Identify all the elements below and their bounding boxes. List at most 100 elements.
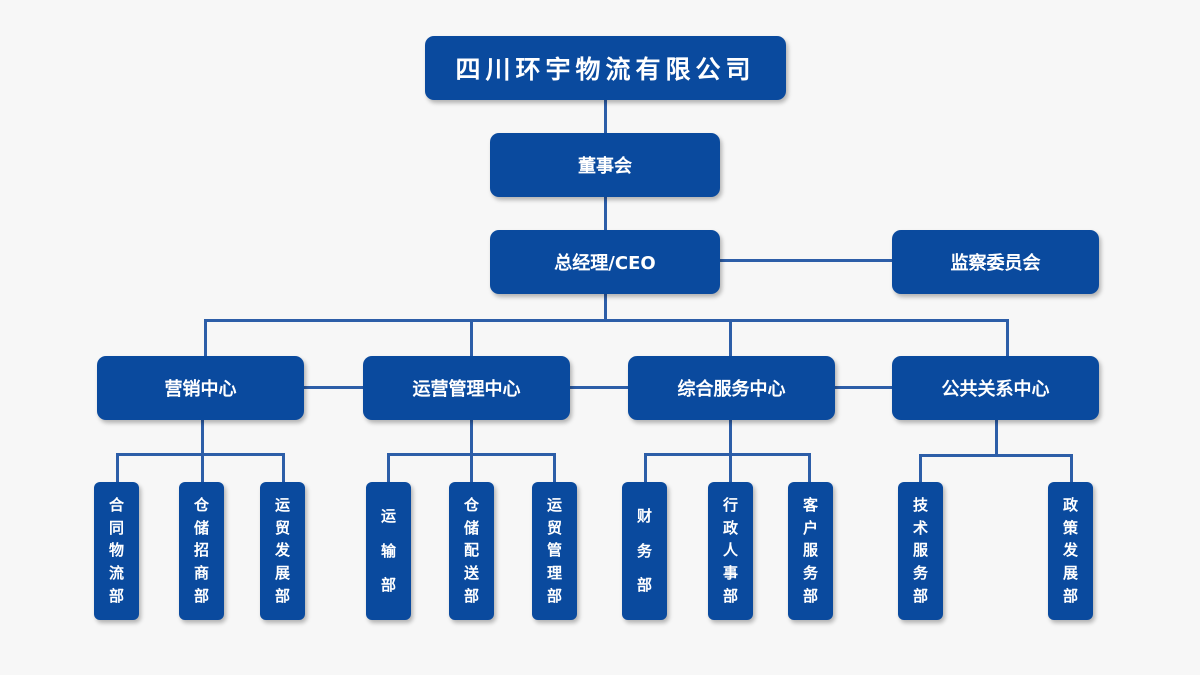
dept-label-char: 部 — [274, 587, 290, 606]
dept-label-char: 服 — [912, 541, 928, 560]
connector-center-3-stem — [729, 420, 732, 455]
dept-label-char: 储 — [193, 518, 209, 537]
dept-label-char: 储 — [463, 518, 479, 537]
dept-label-char: 务 — [636, 541, 652, 560]
connector-centers-link-3 — [835, 386, 892, 389]
connector-center-2-stem — [470, 420, 473, 455]
connector-ceo-supervisory — [720, 259, 892, 262]
connector-dept-3-1 — [644, 453, 647, 482]
supervisory-node[interactable]: 监察委员会 — [892, 230, 1099, 294]
dept-label-char: 商 — [193, 564, 209, 583]
dept-label-char: 服 — [802, 541, 818, 560]
dept-label-char: 送 — [463, 564, 479, 583]
connector-center-1-drop — [204, 319, 207, 356]
dept-label-char: 贸 — [546, 518, 562, 537]
dept-node[interactable]: 技术服务部 — [898, 482, 943, 620]
dept-label-char: 政 — [1062, 495, 1078, 514]
dept-label-char: 事 — [722, 564, 738, 583]
dept-label-char: 行 — [722, 495, 738, 514]
connector-center-3-drop — [729, 319, 732, 356]
dept-label-char: 人 — [722, 541, 738, 560]
dept-label-char: 理 — [546, 564, 562, 583]
dept-label-char: 配 — [463, 541, 479, 560]
dept-node[interactable]: 运贸管理部 — [532, 482, 577, 620]
center-label: 营销中心 — [164, 379, 237, 400]
dept-label-char: 财 — [636, 507, 652, 526]
dept-label-char: 策 — [1062, 518, 1078, 537]
connector-centers-link-1 — [304, 386, 363, 389]
dept-node[interactable]: 合同物流部 — [94, 482, 139, 620]
dept-node[interactable]: 财务部 — [622, 482, 667, 620]
ceo-label: 总经理/CEO — [554, 253, 656, 274]
connector-dept-2-2 — [470, 453, 473, 482]
dept-label-char: 部 — [546, 587, 562, 606]
center-node-public-relations[interactable]: 公共关系中心 — [892, 356, 1099, 420]
connector-board-ceo — [604, 197, 607, 230]
dept-label-char: 流 — [108, 564, 124, 583]
dept-label-char: 发 — [1062, 541, 1078, 560]
dept-label-char: 务 — [912, 564, 928, 583]
center-label: 公共关系中心 — [941, 379, 1050, 400]
dept-label-char: 运 — [274, 495, 290, 514]
connector-center-4-bus — [919, 454, 1073, 457]
dept-label-char: 合 — [108, 495, 124, 514]
dept-label-char: 户 — [802, 518, 818, 537]
dept-label-char: 展 — [274, 564, 290, 583]
dept-node[interactable]: 仓储招商部 — [179, 482, 224, 620]
dept-node[interactable]: 运输部 — [366, 482, 411, 620]
center-label: 运营管理中心 — [412, 379, 521, 400]
center-node-marketing[interactable]: 营销中心 — [97, 356, 304, 420]
dept-label-char: 部 — [463, 587, 479, 606]
connector-dept-1-1 — [116, 453, 119, 482]
dept-node[interactable]: 仓储配送部 — [449, 482, 494, 620]
dept-label-char: 部 — [636, 575, 652, 594]
dept-label-char: 物 — [108, 541, 124, 560]
dept-label-char: 务 — [802, 564, 818, 583]
dept-node[interactable]: 运贸发展部 — [260, 482, 305, 620]
dept-label-char: 部 — [380, 575, 396, 594]
supervisory-label: 监察委员会 — [950, 253, 1041, 274]
dept-label-char: 发 — [274, 541, 290, 560]
dept-label-char: 政 — [722, 518, 738, 537]
dept-label-char: 输 — [380, 541, 396, 560]
dept-label-char: 运 — [546, 495, 562, 514]
dept-label-char: 术 — [912, 518, 928, 537]
connector-dept-3-3 — [808, 453, 811, 482]
dept-label-char: 客 — [802, 495, 818, 514]
center-node-general-services[interactable]: 综合服务中心 — [628, 356, 835, 420]
connector-dept-4-1 — [919, 454, 922, 482]
connector-dept-2-3 — [553, 453, 556, 482]
ceo-node[interactable]: 总经理/CEO — [490, 230, 720, 294]
connector-dept-1-3 — [282, 453, 285, 482]
dept-node[interactable]: 行政人事部 — [708, 482, 753, 620]
dept-label-char: 部 — [722, 587, 738, 606]
dept-label-char: 部 — [108, 587, 124, 606]
dept-label-char: 贸 — [274, 518, 290, 537]
connector-center-3-bus — [644, 453, 811, 456]
dept-label-char: 仓 — [463, 495, 479, 514]
connector-dept-4-2 — [1070, 454, 1073, 482]
center-node-operations[interactable]: 运营管理中心 — [363, 356, 570, 420]
board-label: 董事会 — [578, 156, 632, 177]
dept-label-char: 部 — [1062, 587, 1078, 606]
dept-label-char: 技 — [912, 495, 928, 514]
dept-label-char: 部 — [193, 587, 209, 606]
dept-label-char: 招 — [193, 541, 209, 560]
connector-center-1-bus — [116, 453, 285, 456]
connector-dept-3-2 — [729, 453, 732, 482]
connector-ceo-down — [604, 294, 607, 321]
connector-center-2-drop — [470, 319, 473, 356]
dept-node[interactable]: 客户服务部 — [788, 482, 833, 620]
dept-label-char: 运 — [380, 507, 396, 526]
dept-label-char: 部 — [802, 587, 818, 606]
connector-center-1-stem — [201, 420, 204, 455]
dept-label-char: 部 — [912, 587, 928, 606]
dept-node[interactable]: 政策发展部 — [1048, 482, 1093, 620]
connector-center-4-stem — [995, 420, 998, 456]
connector-centers-bus — [204, 319, 1009, 322]
company-node[interactable]: 四川环宇物流有限公司 — [425, 36, 786, 100]
board-node[interactable]: 董事会 — [490, 133, 720, 197]
center-label: 综合服务中心 — [677, 379, 786, 400]
connector-centers-link-2 — [570, 386, 628, 389]
dept-label-char: 同 — [108, 518, 124, 537]
